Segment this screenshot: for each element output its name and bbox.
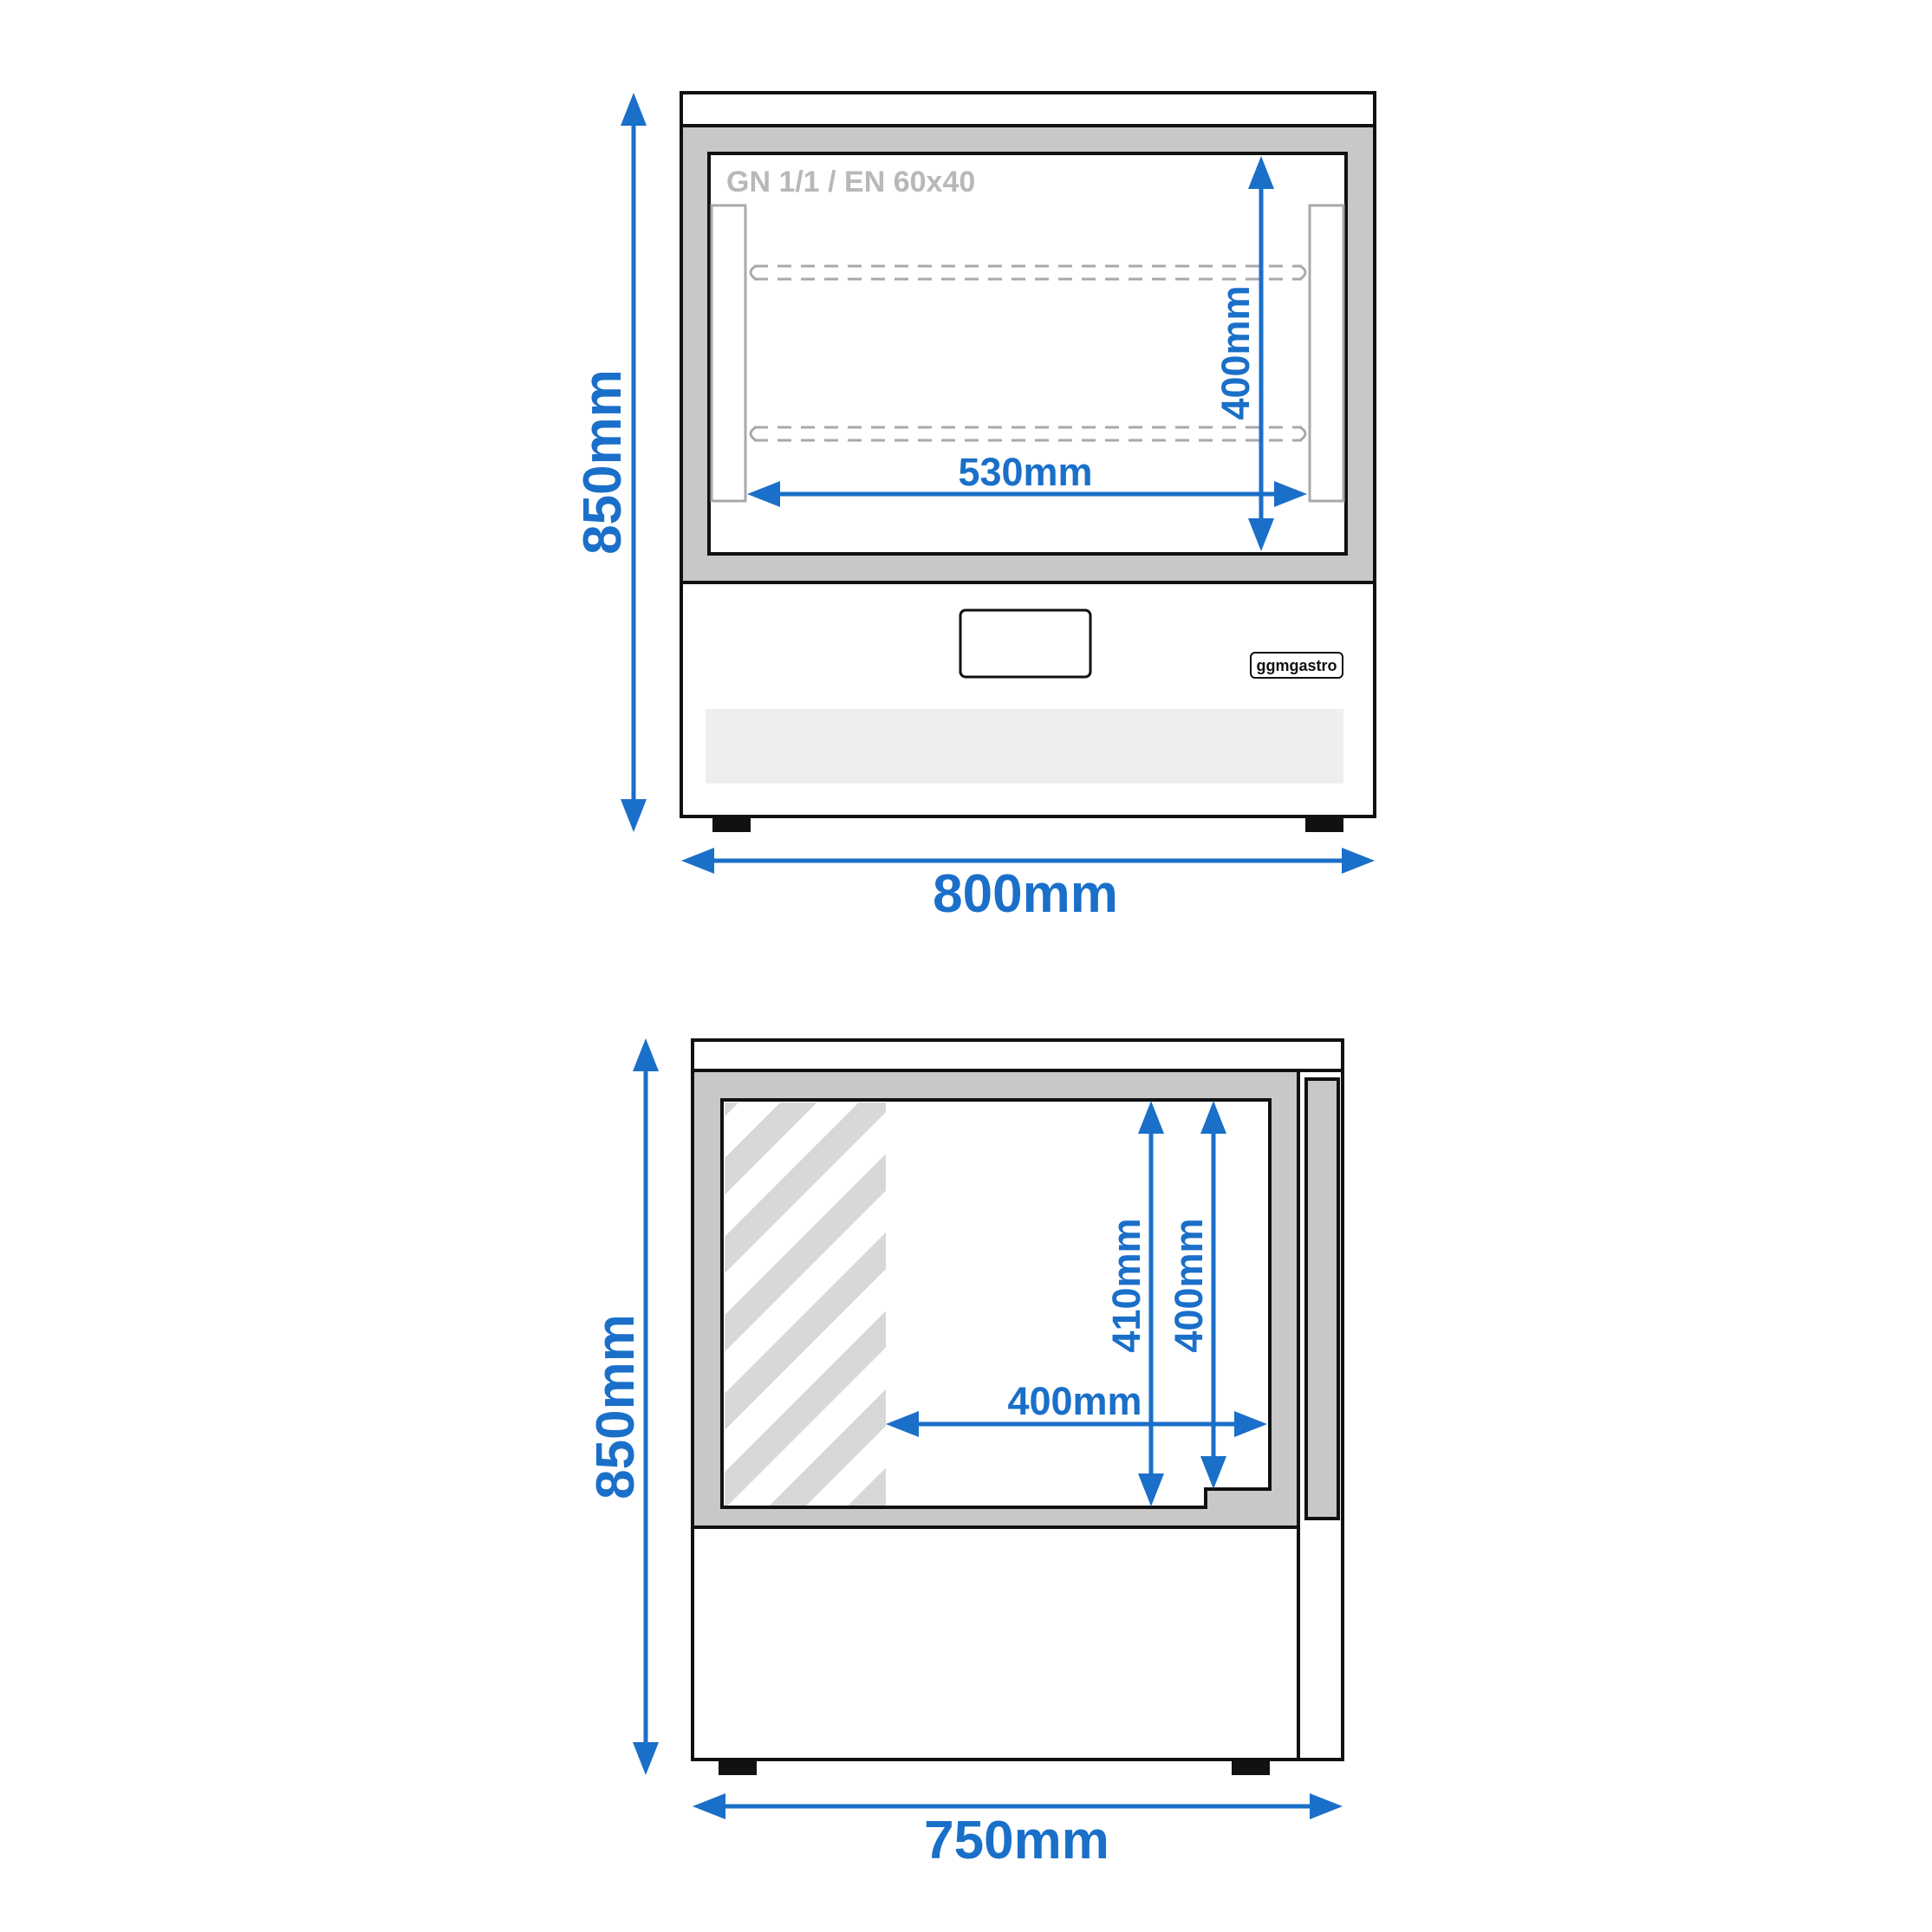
front-inner-height-label: 400mm — [1213, 285, 1258, 420]
tray-size-label: GN 1/1 / EN 60x40 — [726, 166, 975, 198]
arrowhead — [681, 848, 714, 874]
front-width-label: 800mm — [933, 864, 1118, 924]
side-inner-height-b-dimension: 400mm — [1167, 1101, 1226, 1489]
arrowhead — [633, 1742, 659, 1775]
side-inner-height-a-dimension: 410mm — [1104, 1101, 1164, 1506]
side-height-dimension: 850mm — [586, 1038, 659, 1775]
arrowhead — [1248, 156, 1274, 189]
front-inner-width-dimension: 530mm — [747, 450, 1307, 507]
arrowhead — [747, 481, 780, 507]
front-right-rail — [1308, 204, 1345, 503]
front-height-label: 850mm — [573, 369, 633, 555]
side-depth-dimension: 750mm — [693, 1793, 1343, 1870]
tray-curve — [1299, 264, 1307, 281]
side-top-lid — [691, 1038, 1344, 1072]
front-height-dimension: 850mm — [573, 93, 647, 832]
arrowhead — [621, 799, 647, 832]
side-inner-depth-label: 400mm — [1007, 1379, 1142, 1423]
evaporator-hatch — [725, 1103, 886, 1506]
arrowhead — [633, 1038, 659, 1071]
foot — [712, 816, 751, 832]
tray-curve — [749, 426, 757, 442]
side-inner-depth-dimension: 400mm — [886, 1379, 1267, 1437]
arrowhead — [1342, 848, 1375, 874]
foot — [1305, 816, 1343, 832]
arrowhead — [1310, 1793, 1343, 1819]
side-height-label: 850mm — [586, 1314, 646, 1499]
front-inner-height-dimension: 400mm — [1213, 156, 1274, 551]
tray-curve — [749, 264, 757, 281]
control-display — [959, 608, 1092, 679]
arrowhead — [1200, 1101, 1226, 1134]
brand-label: ggmgastro — [1256, 657, 1337, 674]
side-depth-label: 750mm — [924, 1811, 1109, 1870]
front-width-dimension: 800mm — [681, 848, 1375, 924]
foot — [1232, 1760, 1270, 1775]
front-left-rail — [710, 204, 747, 503]
arrowhead — [1200, 1456, 1226, 1489]
side-inner-height-a-label: 410mm — [1104, 1218, 1148, 1352]
arrowhead — [1234, 1411, 1267, 1437]
front-view: GN 1/1 / EN 60x40 ggmgastro 850mm 800mm — [573, 91, 1376, 924]
arrowhead — [1138, 1101, 1164, 1134]
arrowhead — [1248, 518, 1274, 551]
tray-curve — [1299, 426, 1307, 442]
arrowhead — [1138, 1473, 1164, 1506]
arrowhead — [1274, 481, 1307, 507]
side-door-glass — [1304, 1077, 1340, 1520]
foot — [719, 1760, 757, 1775]
arrowhead — [621, 93, 647, 126]
front-glass — [707, 152, 1348, 556]
front-inner-width-label: 530mm — [958, 450, 1092, 494]
arrowhead — [886, 1411, 919, 1437]
arrowhead — [693, 1793, 725, 1819]
front-top-lid — [680, 91, 1376, 127]
side-inner-height-b-label: 400mm — [1167, 1218, 1211, 1352]
side-view: 850mm 750mm 400mm 410mm 400mm — [586, 1038, 1344, 1870]
brand-badge — [1250, 652, 1343, 679]
ventilation-grille — [706, 709, 1343, 784]
